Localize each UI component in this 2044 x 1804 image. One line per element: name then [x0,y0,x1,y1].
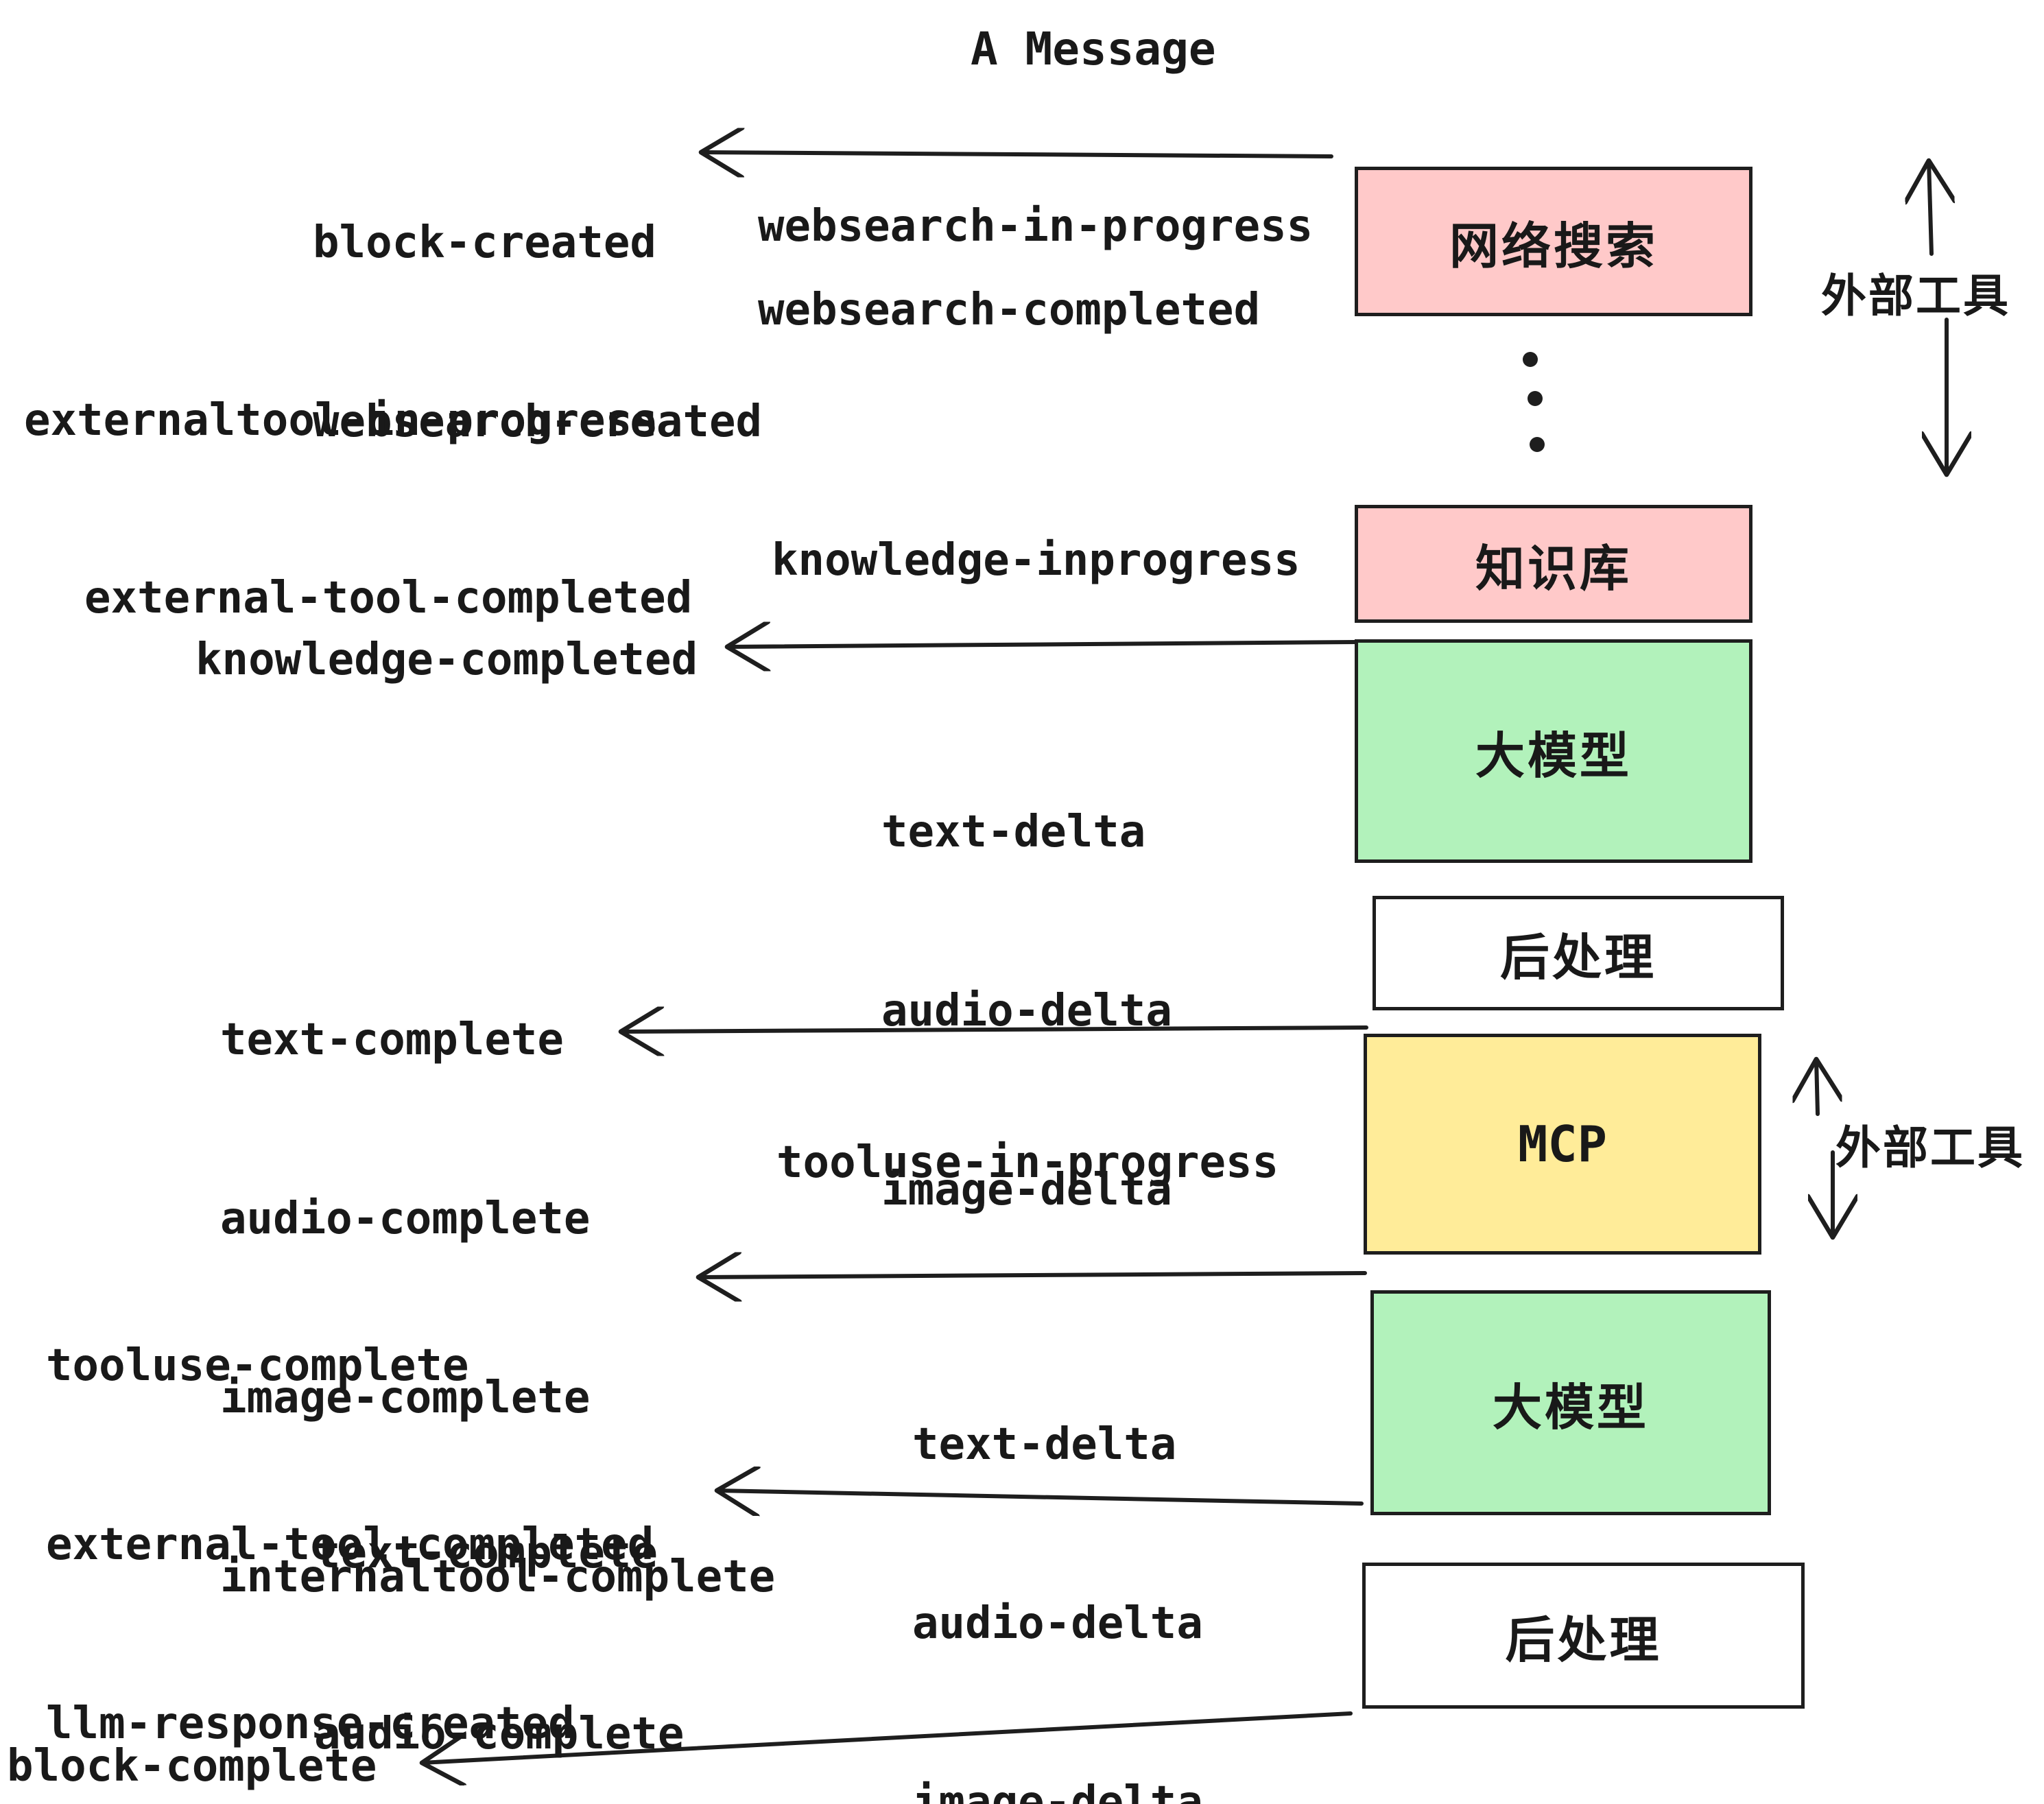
event-knowledge-inprogress: knowledge-inprogress [772,535,1300,586]
side-label-external-tools-1: 外部工具 [1821,270,2010,322]
event-group-tooluse: tooluse-complete external-tool-completed… [46,1217,654,1804]
ellipsis-dot [1530,437,1545,452]
event-block-complete: block-complete [7,1741,377,1792]
event-text-delta: text-delta [912,1419,1177,1470]
ellipsis-dot [1523,352,1538,367]
node-websearch-label: 网络搜索 [1449,217,1658,275]
event-image-delta: image-delta [912,1777,1203,1804]
event-group-delta-1: text-delta audio-delta image-delta [881,683,1172,1340]
node-mcp-label: MCP [1517,1115,1608,1173]
arrow-internal-complete-1 [621,1028,1368,1032]
node-websearch: 网络搜索 [1355,167,1752,316]
node-llm-2: 大模型 [1370,1290,1771,1515]
event-tooluse-in-progress: tooluse-in-progress [776,1137,1279,1188]
arrow-complete-list-2 [717,1491,1364,1504]
node-postprocess-2-label: 后处理 [1505,1611,1662,1669]
diagram-title: A Message [971,23,1216,75]
event-image-complete: image-complete [220,1373,591,1423]
event-text-delta: text-delta [881,807,1146,857]
event-external-tool-completed: external-tool-completed [84,573,693,624]
ellipsis-dot [1528,391,1543,406]
node-llm-1: 大模型 [1355,639,1752,863]
arrow-tooluse-complete [698,1273,1367,1277]
node-postprocess-1: 后处理 [1372,896,1784,1010]
event-llm-response-created: llm-response-created [46,1698,575,1749]
event-audio-delta: audio-delta [881,986,1172,1036]
arrow-block-complete [422,1711,1353,1763]
arrow-external-tools-up-1 [1929,161,1932,256]
event-websearch-created: websearch-created [313,396,763,447]
event-knowledge-completed: knowledge-completed [195,634,698,685]
event-text-complete: text-complete [314,1528,658,1578]
event-audio-complete: audio-complete [314,1709,685,1759]
ellipsis-dots [1523,352,1545,452]
node-llm-2-label: 大模型 [1492,1378,1649,1436]
event-group-delta-2: text-delta audio-delta image-delta [912,1296,1203,1804]
event-block-created: block-created [313,217,656,268]
node-knowledge-label: 知识库 [1475,539,1632,597]
node-llm-1-label: 大模型 [1475,726,1632,785]
event-externaltool-in-progress: externaltool-in-progress [24,395,658,446]
event-external-tool-completed-2: external-tool-completed [46,1519,654,1570]
node-postprocess-2: 后处理 [1362,1563,1805,1709]
arrow-websearch-created [701,152,1333,156]
node-mcp: MCP [1364,1034,1761,1255]
event-image-delta: image-delta [881,1165,1172,1215]
event-audio-complete: audio-complete [220,1194,591,1244]
node-knowledge: 知识库 [1355,505,1752,623]
event-internaltool-complete: internaltool-complete [220,1552,776,1602]
event-group-complete-2: text-complete audio-complete image-compl… [314,1402,869,1804]
arrow-knowledge-completed [727,642,1359,647]
event-audio-delta: audio-delta [912,1598,1203,1649]
event-group-complete-1: text-complete audio-complete image-compl… [220,891,775,1726]
side-label-external-tools-2: 外部工具 [1835,1121,2025,1174]
event-websearch-in-progress: websearch-in-progress [758,201,1314,252]
arrow-external-tools-up-2 [1816,1059,1818,1116]
event-websearch-completed: websearch-completed [758,285,1261,335]
event-tooluse-complete: tooluse-complete [46,1340,469,1391]
event-text-complete: text-complete [220,1014,564,1065]
node-postprocess-1-label: 后处理 [1499,929,1656,986]
event-group-created: block-created websearch-created [313,94,762,571]
